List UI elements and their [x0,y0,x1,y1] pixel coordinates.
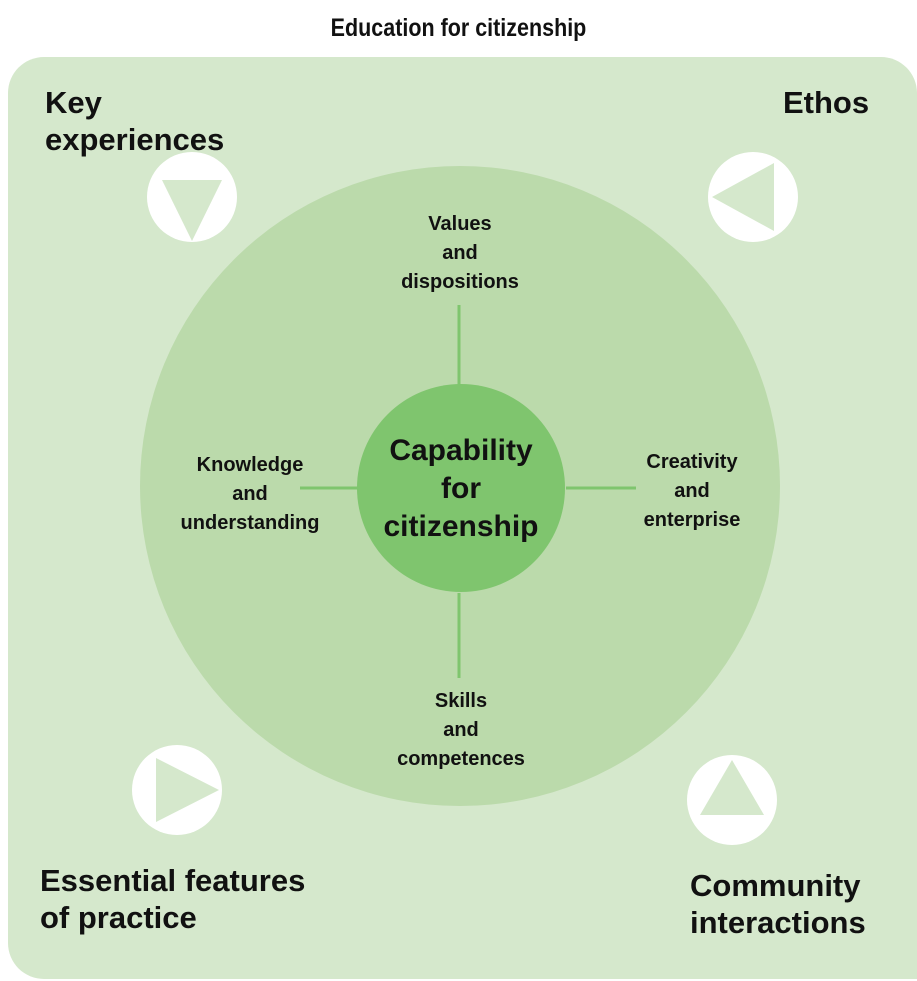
corner-label-ethos: Ethos [783,85,870,120]
corner-label-key-experiences: Key experiences [45,85,225,157]
center-circle [357,384,565,592]
triangle-down-icon [147,152,237,242]
corner-label-community-interactions: Community interactions [690,868,866,940]
center-label: Capability for citizenship [383,434,539,543]
dimension-label-skills: Skills and competences [397,690,525,770]
dimension-label-knowledge: Knowledge and understanding [180,454,320,534]
diagram-title: Education for citizenship [330,14,587,42]
triangle-left-icon [708,152,798,242]
triangle-up-icon [687,755,777,845]
dimension-label-creativity: Creativity and enterprise [643,451,741,531]
triangle-right-icon [132,745,222,835]
dimension-label-values: Values and dispositions [401,213,519,293]
corner-label-essential-features: Essential features of practice [40,863,306,935]
